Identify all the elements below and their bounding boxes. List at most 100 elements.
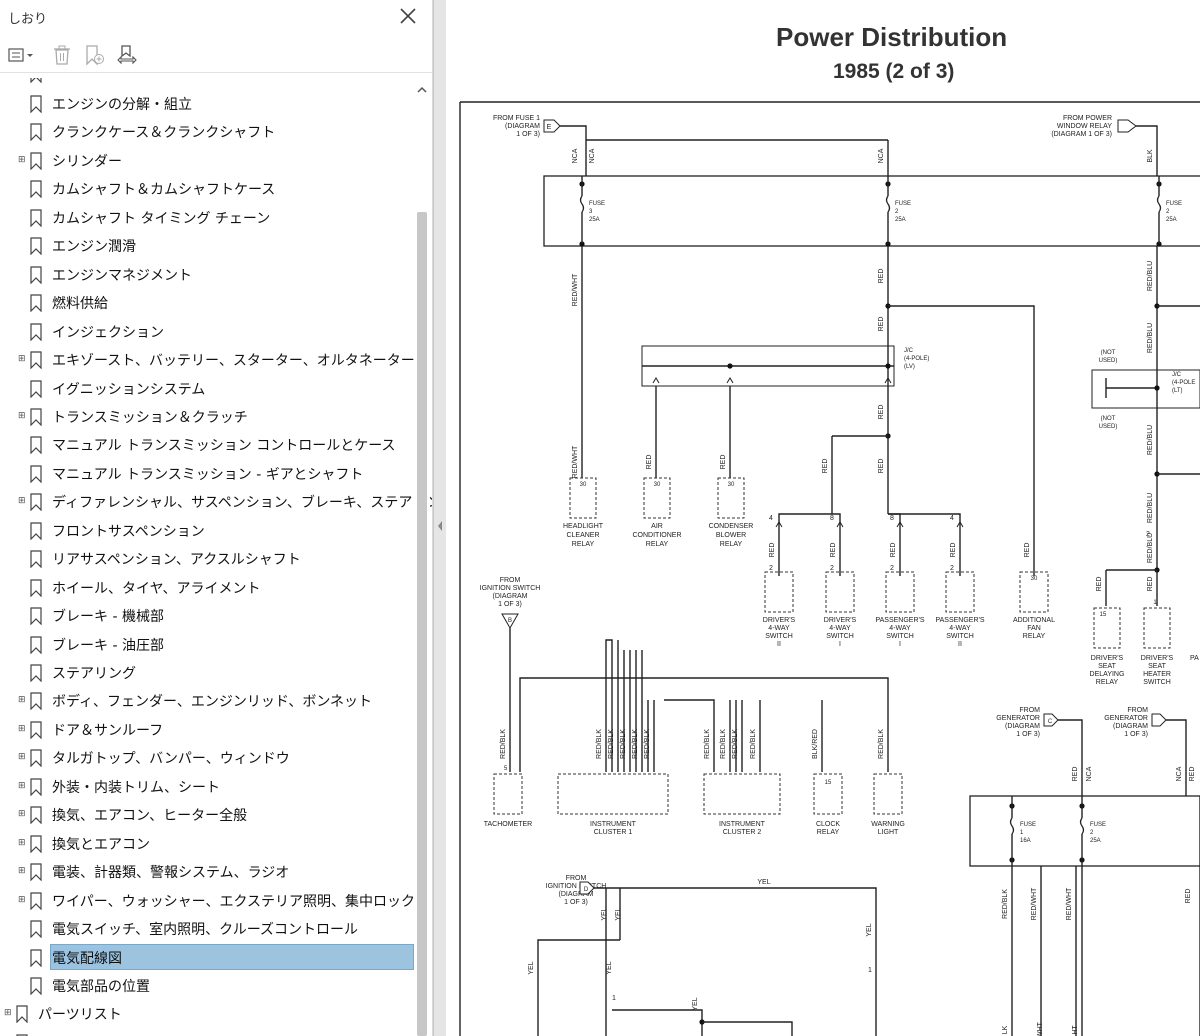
diagram-label: 4-WAY (829, 625, 851, 632)
wire (832, 435, 889, 514)
diagram-label: 2 (1166, 209, 1170, 215)
diagram-label: SWITCH (946, 633, 974, 640)
tree-item[interactable]: インジェクション (0, 318, 414, 344)
tree-item[interactable]: エンジンマネジメント (0, 261, 414, 287)
expand-icon[interactable]: ⊞ (18, 894, 26, 905)
diagram-label: IGNITION SWITCH (546, 883, 607, 890)
bookmark-icon (28, 579, 44, 598)
expand-icon[interactable]: ⊞ (18, 410, 26, 421)
tree-item[interactable]: イグニッションシステム (0, 375, 414, 401)
tree-item[interactable]: マニュアル トランスミッション - ギアとシャフト (0, 460, 414, 486)
tree-item[interactable]: ホイール、タイヤ、アライメント (0, 574, 414, 600)
tree-item[interactable]: ⊞電装、計器類、警報システム、ラジオ (0, 858, 414, 884)
diagram-label: (4-POLE) (904, 356, 929, 362)
diagram-label: CLOCK (816, 821, 840, 828)
diagram-label: FROM POWER (1063, 115, 1112, 122)
expand-icon[interactable]: ⊞ (18, 837, 26, 848)
tree-item[interactable]: ブレーキ - 機械部 (0, 602, 414, 628)
tree-item[interactable]: ⊞外装・内装トリム、シート (0, 773, 414, 799)
expand-icon[interactable]: ⊞ (18, 723, 26, 734)
diagram-label: RED (878, 317, 885, 332)
tree-item[interactable]: ステアリング (0, 659, 414, 685)
tree-item[interactable]: フロントサスペンション (0, 517, 414, 543)
expand-icon[interactable]: ⊞ (4, 1008, 12, 1019)
diagram-label: DELAYING (1090, 671, 1125, 678)
tree-item[interactable]: ⊞ 換気、エアコン、ヒーター全般 (0, 801, 414, 827)
tree-item[interactable] (0, 1029, 414, 1036)
tree-item[interactable]: エンジン潤滑 (0, 232, 414, 258)
diagram-label: NCA (1086, 766, 1093, 781)
diagram-label: YEL (692, 997, 699, 1010)
component-box (717, 477, 745, 519)
tree-item-selected[interactable]: 電気配線図 (0, 943, 414, 970)
expand-icon[interactable]: ⊞ (18, 154, 26, 165)
diagram-label: FUSE (1020, 822, 1036, 828)
tree-item[interactable]: ⊞トランスミッション＆クラッチ (0, 403, 414, 429)
tree-item-root[interactable]: ⊞パーツリスト (0, 1000, 414, 1026)
tree-item[interactable]: ブレーキ - 油圧部 (0, 631, 414, 657)
tree-item[interactable]: ⊞ボディ、フェンダー、エンジンリッド、ボンネット (0, 687, 414, 713)
diagram-label: YEL (606, 961, 613, 974)
diagram-label: RED/BLK (608, 729, 615, 759)
panel-splitter[interactable] (433, 0, 446, 1036)
splice-dot (727, 363, 733, 369)
tree-item[interactable]: クランクケース＆クランクシャフト (0, 118, 414, 144)
expand-icon[interactable]: ⊞ (18, 354, 26, 365)
diagram-label: 2 (769, 565, 773, 572)
expand-icon[interactable]: ⊞ (18, 809, 26, 820)
bookmark-tree: エンジンの分解・組立クランクケース＆クランクシャフト ⊞シリンダーカムシャフト＆カ… (0, 78, 432, 1036)
tree-item[interactable] (0, 78, 414, 86)
tree-item[interactable]: ⊞ドア＆サンルーフ (0, 716, 414, 742)
diagram-label: AIR (651, 523, 663, 530)
tree-item[interactable]: リアサスペンション、アクスルシャフト (0, 545, 414, 571)
tree-item[interactable]: ⊞シリンダー (0, 147, 414, 173)
tree-item[interactable]: ⊞ディファレンシャル、サスペンション、ブレーキ、ステアリング (0, 488, 432, 514)
tree-item[interactable]: マニュアル トランスミッション コントロールとケース (0, 431, 414, 457)
expand-icon[interactable]: ⊞ (18, 866, 26, 877)
diagram-label: 2 (830, 565, 834, 572)
tree-item[interactable]: 電気スイッチ、室内照明、クルーズコントロール (0, 915, 414, 941)
component-box (557, 773, 669, 815)
tree-item[interactable]: カムシャフト タイミング チェーン (0, 204, 414, 230)
bookmark-icon (28, 522, 44, 541)
diagram-label: B (508, 618, 512, 624)
tree-item[interactable]: 燃料供給 (0, 289, 414, 315)
close-icon[interactable] (398, 6, 418, 26)
bookmark-icon (28, 835, 44, 854)
scrollbar-thumb[interactable] (417, 212, 427, 1036)
tree-item-label: 換気、エアコン、ヒーター全般 (52, 808, 248, 825)
diagram-label: 1 (612, 995, 616, 1002)
add-bookmark-icon[interactable] (82, 42, 106, 68)
tree-item[interactable]: ⊞ワイパー、ウォッシャー、エクステリア照明、集中ロック (0, 887, 415, 913)
tree-item[interactable]: ⊞タルガトップ、バンパー、ウィンドウ (0, 744, 414, 770)
expand-icon[interactable]: ⊞ (18, 496, 26, 507)
diagram-label: WINDOW RELAY (1057, 123, 1112, 130)
trash-icon[interactable] (50, 42, 74, 68)
diagram-label: FUSE (1090, 822, 1106, 828)
find-current-bookmark-icon[interactable] (114, 42, 140, 68)
fuse-symbol (1156, 195, 1162, 213)
tree-item[interactable]: ⊞エキゾースト、バッテリー、スターター、オルタネーター (0, 346, 415, 372)
expand-icon[interactable]: ⊞ (18, 695, 26, 706)
collapse-arrow-icon[interactable] (437, 520, 443, 532)
connector-symbol (956, 521, 964, 528)
bookmark-icon (28, 152, 44, 171)
diagram-label: E (547, 124, 552, 131)
bookmark-icon (28, 351, 44, 370)
tree-item[interactable]: ⊞換気とエアコン (0, 830, 414, 856)
scroll-up-icon[interactable] (414, 82, 430, 98)
tree-item-label: カムシャフト＆カムシャフトケース (52, 182, 276, 199)
diagram-label: RED/BLU (1147, 425, 1154, 455)
tree-item[interactable]: エンジンの分解・組立 (0, 90, 414, 116)
diagram-label: RED (1147, 577, 1154, 592)
list-options-icon[interactable] (6, 42, 36, 68)
tree-item[interactable]: 電気部品の位置 (0, 972, 414, 998)
tree-item-label: インジェクション (52, 324, 164, 341)
diagram-label: 4-WAY (768, 625, 790, 632)
expand-icon[interactable]: ⊞ (18, 780, 26, 791)
diagram-label: TACHOMETER (484, 821, 532, 828)
tree-item[interactable]: カムシャフト＆カムシャフトケース (0, 175, 414, 201)
bookmark-icon (28, 379, 44, 398)
expand-icon[interactable]: ⊞ (18, 752, 26, 763)
component-box (1143, 607, 1171, 649)
